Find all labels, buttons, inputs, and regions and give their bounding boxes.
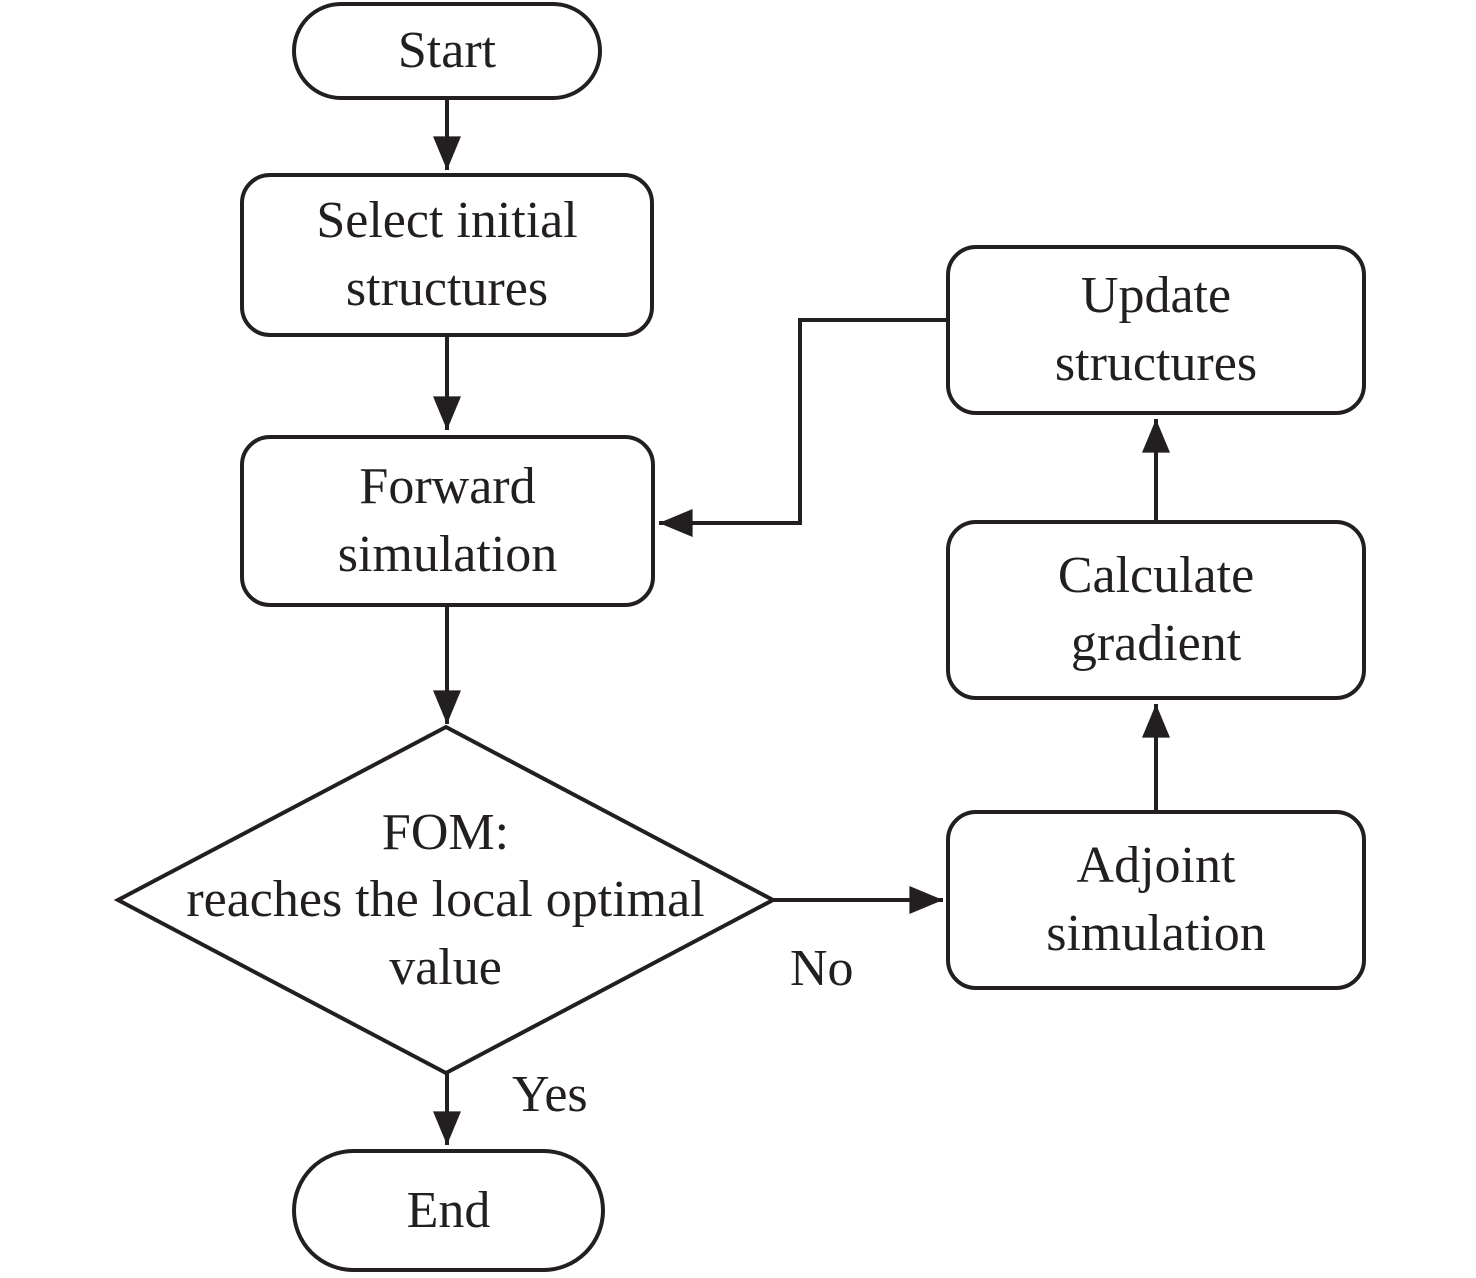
- node-fom-decision-line1: FOM:: [381, 803, 510, 861]
- node-adjoint-simulation-line1: Adjoint: [1076, 837, 1236, 895]
- edge-update-to-forward: [658, 318, 946, 537]
- node-start: Start: [292, 2, 602, 100]
- node-fom-decision-line3: value: [389, 938, 502, 996]
- node-update-structures-line2: structures: [1054, 335, 1258, 392]
- node-update-structures: Update structures: [946, 245, 1366, 415]
- node-adjoint-simulation: Adjoint simulation: [946, 810, 1366, 990]
- node-update-structures-line1: Update: [1080, 267, 1232, 325]
- node-fom-decision-line2: reaches the local optimal: [186, 871, 705, 929]
- node-forward-simulation: Forward simulation: [240, 435, 655, 607]
- node-fom-decision: FOM: reaches the local optimal value: [118, 727, 773, 1073]
- node-select-initial-line2: structures: [345, 260, 549, 317]
- edge-label-no: No: [790, 940, 854, 997]
- node-calculate-gradient-line2: gradient: [1070, 615, 1242, 672]
- node-start-label: Start: [397, 22, 497, 80]
- node-end-label: End: [406, 1181, 491, 1239]
- node-end: End: [292, 1149, 605, 1272]
- node-calculate-gradient: Calculate gradient: [946, 520, 1366, 700]
- node-select-initial-line1: Select initial: [316, 192, 578, 250]
- node-calculate-gradient-line1: Calculate: [1057, 547, 1255, 605]
- edge-label-yes: Yes: [512, 1066, 588, 1123]
- node-adjoint-simulation-line2: simulation: [1046, 905, 1266, 962]
- node-forward-simulation-line1: Forward: [359, 458, 536, 516]
- node-forward-simulation-line2: simulation: [337, 526, 558, 583]
- node-select-initial-structures: Select initial structures: [240, 173, 654, 337]
